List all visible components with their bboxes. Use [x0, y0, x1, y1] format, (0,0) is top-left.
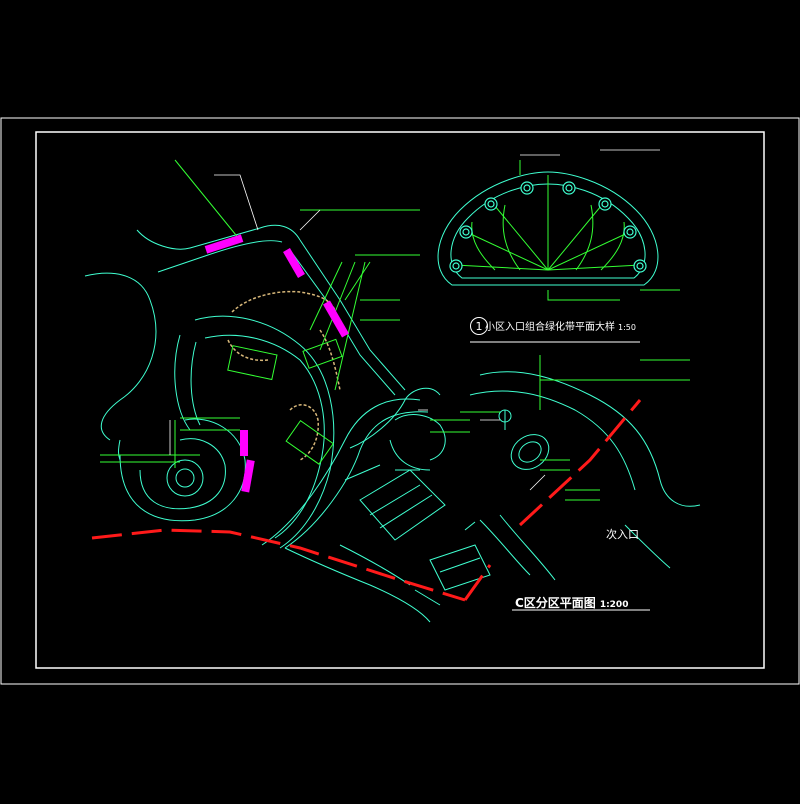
detail-title-text: 小区入口组合绿化带平面大样: [485, 322, 615, 333]
leader-lines: [169, 149, 660, 491]
site-linework: [84, 224, 701, 623]
inner-border: [35, 131, 765, 669]
detail-radials: [454, 160, 680, 410]
magenta-blocks: [204, 234, 349, 493]
page-scale: 1:200: [599, 600, 629, 610]
tan-planting: [227, 290, 341, 461]
entrance-label: 次入口: [606, 528, 639, 541]
detail-scale: 1:50: [618, 323, 636, 332]
red-boundary: [91, 399, 642, 602]
outer-border: [0, 117, 800, 685]
detail-tree-circles: [449, 181, 647, 273]
page-title-text: C区分区平面图: [515, 596, 596, 610]
detail-number-circle: 1: [470, 317, 488, 335]
